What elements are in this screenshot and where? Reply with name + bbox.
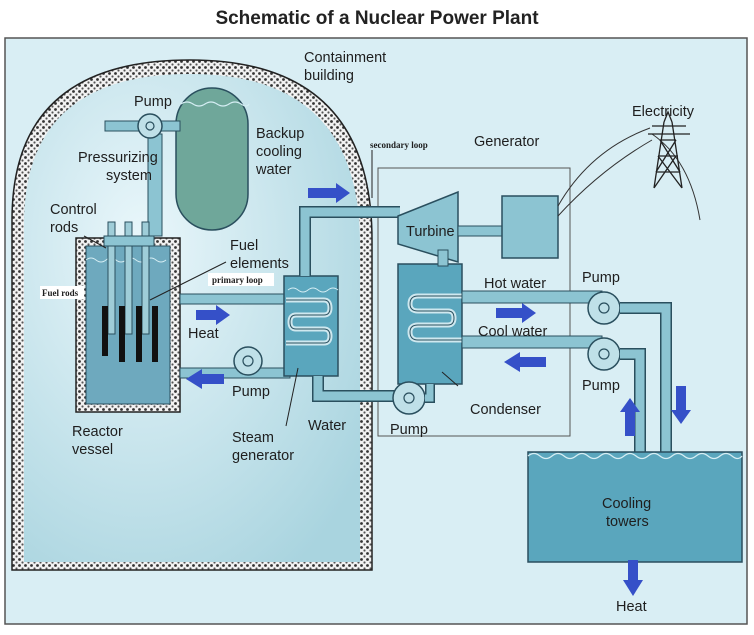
pump-top-symbol <box>137 113 163 139</box>
arrow-hot-water <box>496 303 536 323</box>
label-fuel-rods: Fuel rods <box>42 288 79 298</box>
label-water: Water <box>308 418 346 434</box>
label-steam-gen-2: generator <box>232 448 294 464</box>
label-pump-primary: Pump <box>232 384 270 400</box>
arrow-secondary-loop <box>308 183 350 203</box>
turbine-body <box>397 190 459 264</box>
label-control-rods-1: Control <box>50 202 97 218</box>
label-reactor-1: Reactor <box>72 424 123 440</box>
cooling-towers-pool <box>527 451 743 563</box>
label-heat-bottom: Heat <box>616 599 647 615</box>
label-pump-top: Pump <box>134 94 172 110</box>
label-backup-1: Backup <box>256 126 304 142</box>
label-control-rods-2: rods <box>50 220 78 236</box>
arrow-down <box>671 386 691 424</box>
label-containment-1: Containment <box>304 50 386 66</box>
arrow-heat-primary <box>196 305 230 325</box>
arrow-heat-out <box>623 560 643 596</box>
pump-secondary-symbol <box>392 381 426 415</box>
diagram-title: Schematic of a Nuclear Power Plant <box>215 8 539 29</box>
label-condenser: Condenser <box>470 402 541 418</box>
flow-arrows <box>186 183 691 596</box>
label-secondary-loop: secondary loop <box>370 140 428 150</box>
label-generator: Generator <box>474 134 539 150</box>
label-reactor-2: vessel <box>72 442 113 458</box>
label-hot-water: Hot water <box>484 276 546 292</box>
generator-box <box>501 195 559 259</box>
label-containment-2: building <box>304 68 354 84</box>
label-pump-cool: Pump <box>582 378 620 394</box>
arrow-return-primary <box>186 369 224 389</box>
pump-primary-symbol <box>233 346 263 376</box>
label-electricity: Electricity <box>632 104 695 120</box>
label-pump-hot: Pump <box>582 270 620 286</box>
pump-cool-symbol <box>587 337 621 371</box>
label-primary-loop: primary loop <box>212 275 263 285</box>
label-pressurizing-1: Pressurizing <box>78 150 158 166</box>
pump-hot-symbol <box>587 291 621 325</box>
backup-cooling-tank <box>175 87 249 231</box>
label-backup-2: cooling <box>256 144 302 160</box>
label-fuel-elements-2: elements <box>230 256 289 272</box>
label-heat-primary: Heat <box>188 326 219 342</box>
arrow-cool-water <box>504 352 546 372</box>
containment-interior <box>24 74 360 562</box>
label-pump-secondary: Pump <box>390 422 428 438</box>
label-cooling-1: Cooling <box>602 496 651 512</box>
label-backup-3: water <box>255 162 292 178</box>
electricity-tower-icon <box>648 110 690 189</box>
arrow-up <box>620 398 640 436</box>
label-steam-gen-1: Steam <box>232 430 274 446</box>
label-cooling-2: towers <box>606 514 649 530</box>
label-fuel-elements-1: Fuel <box>230 238 258 254</box>
label-cool-water: Cool water <box>478 324 547 340</box>
label-pressurizing-2: system <box>106 168 152 184</box>
label-turbine: Turbine <box>406 224 455 240</box>
